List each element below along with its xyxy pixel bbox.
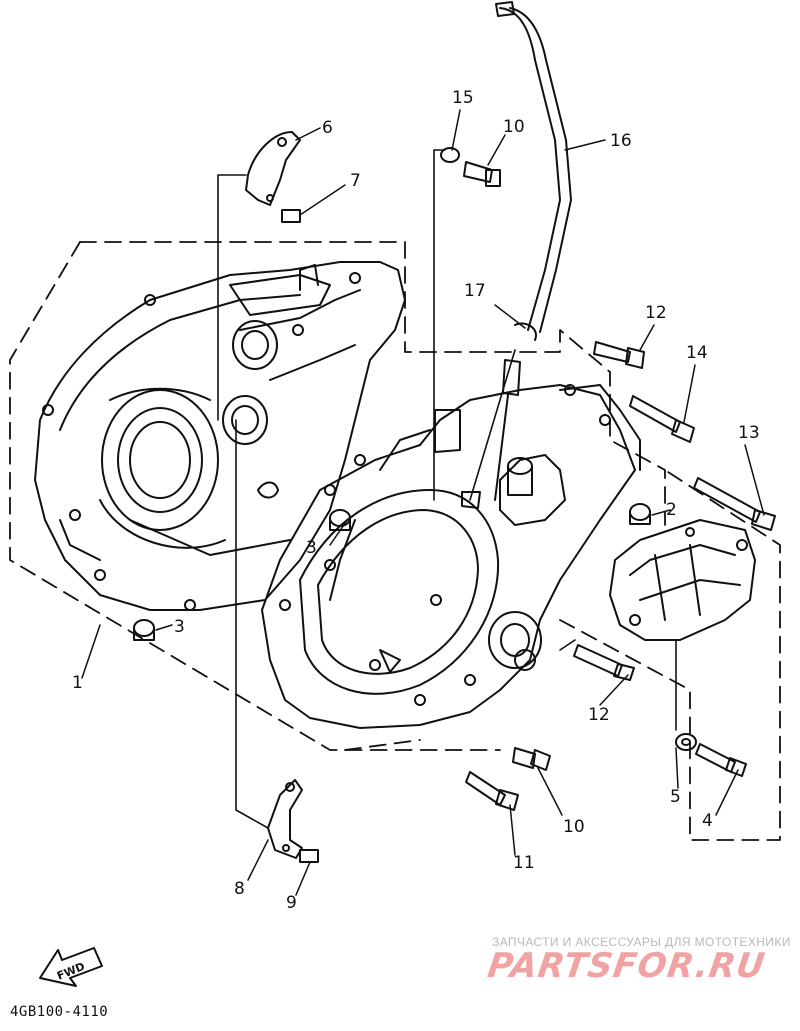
callout-10a: 10 (503, 117, 525, 137)
hose-fitting (461, 322, 537, 509)
callout-2: 2 (666, 500, 677, 520)
fasteners (133, 147, 776, 863)
callout-6: 6 (322, 118, 333, 138)
retainer-plate-8 (267, 779, 303, 859)
callout-12a: 12 (645, 303, 667, 323)
side-cover (609, 519, 756, 641)
callout-7: 7 (350, 171, 361, 191)
callout-13: 13 (738, 423, 760, 443)
assembly-dashed-lines (9, 241, 781, 841)
callout-4: 4 (702, 811, 713, 831)
diagram-code: 4GB100-4110 (10, 1004, 109, 1020)
right-crankcase (261, 384, 641, 729)
callout-3b: 3 (306, 538, 317, 558)
callout-8: 8 (234, 879, 245, 899)
callout-16: 16 (610, 131, 632, 151)
retainer-plate-6 (245, 131, 301, 206)
callout-leaders (81, 109, 765, 896)
callout-5: 5 (670, 787, 681, 807)
watermark-tagline: ЗАПЧАСТИ И АКСЕССУАРЫ ДЛЯ МОТОТЕХНИКИ (492, 935, 791, 949)
callout-9: 9 (286, 893, 297, 913)
callout-14: 14 (686, 343, 708, 363)
breather-hose (495, 1, 572, 333)
left-crankcase (34, 261, 406, 611)
reference-lines (217, 149, 677, 829)
callout-12b: 12 (588, 705, 610, 725)
callout-11: 11 (513, 853, 535, 873)
callout-15: 15 (452, 88, 474, 108)
callout-1: 1 (72, 673, 83, 693)
callout-10b: 10 (563, 817, 585, 837)
callout-17: 17 (464, 281, 486, 301)
callout-3a: 3 (174, 617, 185, 637)
fwd-arrow-icon (39, 947, 103, 987)
watermark-logo: PARTSFOR.RU (485, 946, 768, 986)
